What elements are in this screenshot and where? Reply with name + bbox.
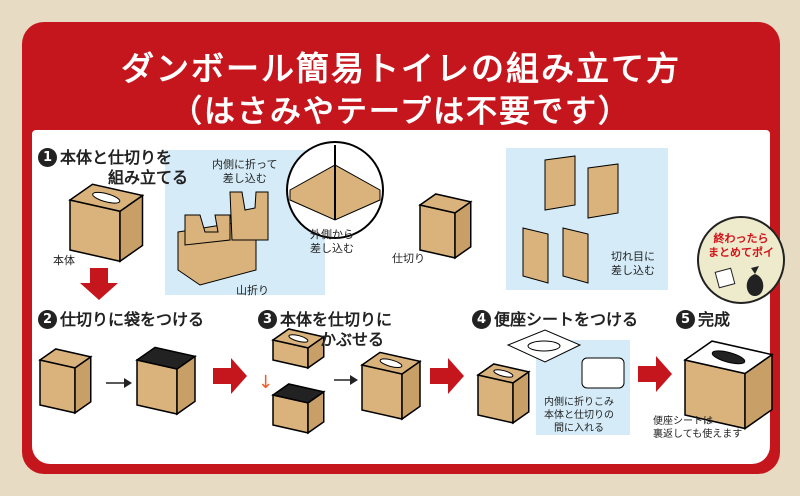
step-number: 4 — [472, 310, 491, 329]
main-title: ダンボール簡易トイレの組み立て方 — [121, 49, 681, 88]
note-line: 本体と仕切りの — [544, 410, 614, 421]
note-line: 切れ目に — [611, 250, 655, 263]
note-line: 外側から — [310, 228, 354, 241]
partition-box — [419, 204, 456, 259]
step-number: 1 — [38, 148, 57, 167]
badge-line: まとめてポイ — [708, 246, 774, 259]
step-label: 便座シートをつける — [494, 310, 639, 329]
seat-hole — [527, 340, 561, 352]
outside-note: 外側から差し込む — [310, 228, 354, 256]
fold-in-note: 内側に折って差し込む — [212, 158, 277, 186]
arrowhead — [350, 375, 358, 385]
note-line: 差し込む — [222, 172, 267, 185]
note-line: 差し込む — [310, 242, 354, 255]
flap — [229, 191, 269, 241]
step-arrow-red — [430, 358, 464, 394]
dispose-badge: 終わったら まとめてポイ — [697, 216, 785, 304]
box-top — [38, 348, 93, 369]
note-line: 内側に折って — [212, 158, 278, 171]
body-label: 本体 — [53, 254, 75, 267]
note-line: 差し込む — [611, 264, 655, 277]
step-label: 本体を仕切りに — [280, 310, 393, 329]
toilet-hole — [711, 350, 746, 365]
note-line: 間に入れる — [554, 423, 604, 434]
step-label: 仕切りに袋をつける — [60, 310, 205, 329]
note-line: 裏返しても使えます — [653, 429, 743, 440]
partition-label: 仕切り — [392, 252, 425, 265]
box-top — [418, 193, 473, 214]
slit-note: 切れ目に差し込む — [611, 250, 655, 278]
subtitle: （はさみやテープは不要です） — [170, 94, 632, 130]
toilet-hole — [92, 191, 121, 204]
partition-piece — [544, 155, 576, 211]
mountain-fold-note: 山折り — [236, 284, 269, 297]
step-label: 完成 — [698, 310, 731, 329]
step-arrow-red — [638, 356, 672, 392]
note-line: 内側に折りこみ — [544, 397, 614, 408]
note-line: 便座シートは — [653, 416, 713, 427]
step-number: 5 — [676, 310, 695, 329]
step-arrow-red — [213, 358, 247, 394]
flap — [184, 214, 231, 246]
step-label: 組み立てる — [108, 168, 189, 187]
box-top — [271, 383, 326, 404]
step-label: 本体と仕切りを — [60, 148, 173, 167]
toilet-hole — [379, 358, 403, 368]
down-arrow-icon: ↓ — [258, 372, 273, 393]
toilet-hole — [288, 334, 309, 343]
trash-bag-icon — [714, 266, 764, 296]
down-arrow — [80, 268, 118, 300]
partition-piece — [522, 227, 549, 284]
partition-piece — [562, 227, 589, 284]
reverse-note: 便座シートは裏返しても使えます — [653, 415, 742, 441]
seat-note: 内側に折りこみ本体と仕切りの間に入れる — [544, 396, 614, 435]
step-number: 3 — [258, 310, 277, 329]
partition-piece — [587, 163, 619, 219]
partition-box — [39, 359, 76, 414]
badge-line: 終わったら — [713, 232, 769, 245]
step-label: かぶせる — [320, 330, 385, 349]
step-number: 2 — [38, 310, 57, 329]
seat-detail — [581, 357, 625, 389]
toilet-hole — [493, 369, 514, 378]
arrowhead — [124, 378, 132, 388]
box-top — [135, 346, 197, 370]
